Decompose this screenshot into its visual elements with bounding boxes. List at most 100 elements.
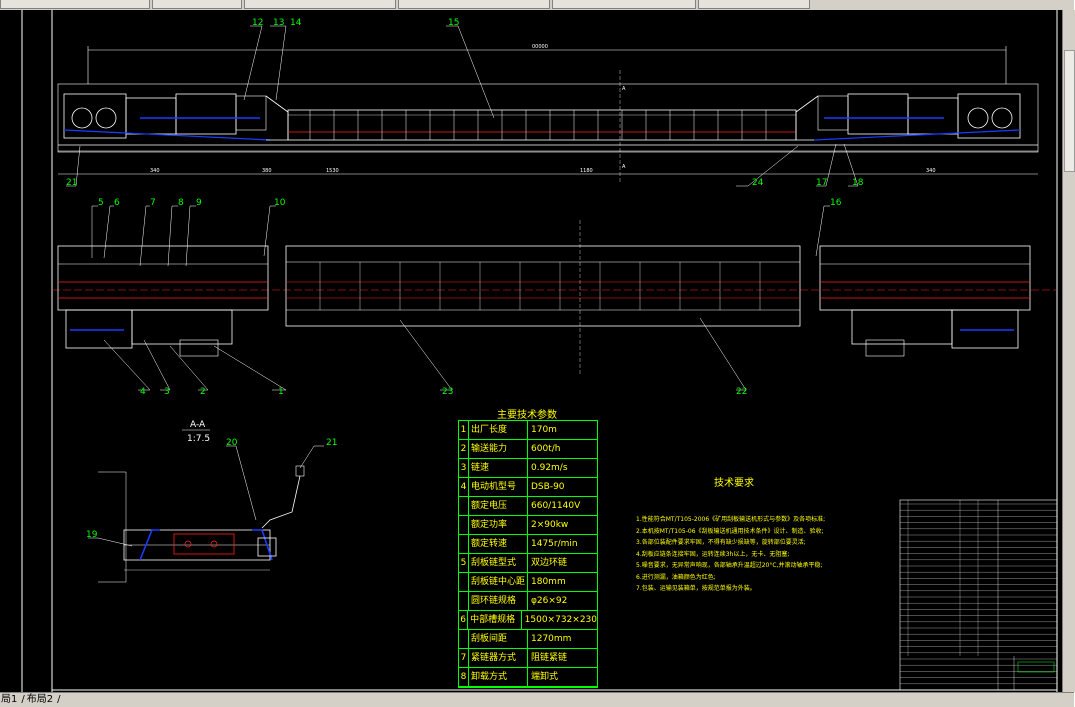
scroll-thumb[interactable]: [1064, 50, 1075, 172]
requirements-title: 技术要求: [714, 478, 754, 489]
param-value: 1270mm: [531, 634, 572, 644]
param-value: 180mm: [531, 577, 566, 587]
dim-label: 1530: [326, 168, 339, 174]
parts-list: [899, 499, 1058, 691]
cad-drawing: 00000: [21, 10, 1058, 692]
callout-number: 10: [274, 198, 286, 208]
callout-number: 16: [830, 198, 842, 208]
section-mark: A: [622, 164, 626, 170]
svg-text:00000: 00000: [532, 44, 548, 50]
toolbar-segment[interactable]: [244, 0, 396, 9]
requirement-item: 2.本机按MT/T105-06《刮板输送机通用技术条件》设计、制造、验收;: [636, 527, 824, 535]
plan-view: 5 6 7 8 9 10 16 4 3 2 1 23 22: [52, 198, 1057, 397]
callout-number: 17: [816, 178, 827, 188]
param-name: 额定电压: [469, 497, 528, 515]
param-value: 双边环链: [531, 558, 568, 568]
callout-number: 15: [448, 18, 459, 28]
callout-number: 20: [226, 438, 238, 448]
callout-number: 4: [140, 387, 146, 397]
param-value: 端卸式: [531, 672, 559, 682]
requirement-item: 7.包装、运输见装箱单，按规范单报为外装。: [636, 585, 756, 592]
row-number: [459, 630, 469, 648]
row-number: [459, 535, 469, 553]
toolbar-segment[interactable]: [0, 0, 150, 9]
param-name: 链速: [469, 459, 528, 477]
param-name: 出厂长度: [469, 421, 528, 439]
dim-label: 1180: [580, 168, 593, 174]
param-name: 电动机型号: [469, 478, 528, 496]
param-name: 圆环链规格: [469, 592, 528, 610]
requirement-item: 4.刮板应链条连接牢固，运转连续3h以上，无卡、无阻塞;: [636, 550, 790, 558]
requirement-item: 6.进行测漏，油箱颜色为红色;: [636, 573, 716, 581]
param-value: 2×90kw: [531, 520, 569, 530]
callout-number: 9: [196, 198, 202, 208]
callout-number: 14: [290, 18, 302, 28]
row-number: 1: [459, 421, 469, 439]
param-name: 紧链器方式: [469, 649, 528, 667]
callout-number: 18: [852, 178, 864, 188]
requirement-item: 3.各部位装配件要求牢固，不得有缺少损缺等，旋转部位要灵活;: [636, 539, 806, 546]
row-number: 8: [459, 668, 469, 686]
section-view: A-A 1:7.5 20 21 19: [86, 420, 337, 583]
callout-number: 5: [98, 198, 104, 208]
requirement-item: 5.噪音要求，无异常声响现，各部轴承升温超过20°C,并滚动轴承平稳;: [636, 562, 823, 569]
requirement-item: 1.性能符合MT/T105-2006《矿用刮板输送机形式与参数》及各项标准;: [636, 516, 826, 523]
param-value: 1475r/min: [531, 539, 578, 549]
technical-requirements: 技术要求 1.性能符合MT/T105-2006《矿用刮板输送机形式与参数》及各项…: [636, 474, 884, 614]
tab-layout2[interactable]: 布局2: [26, 694, 54, 705]
dim-label: 340: [926, 168, 936, 174]
callout-number: 1: [278, 387, 284, 397]
table-title: 主要技术参数: [497, 410, 557, 421]
dim-label: 380: [262, 168, 272, 174]
row-number: 4: [459, 478, 469, 496]
row-number: [459, 497, 469, 515]
param-value: DSB-90: [531, 482, 565, 492]
callout-number: 7: [150, 198, 156, 208]
row-number: 7: [459, 649, 469, 667]
callout-number: 3: [164, 387, 170, 397]
row-number: 6: [459, 611, 469, 629]
callout-number: 24: [752, 178, 764, 188]
param-name: 刮板间距: [469, 630, 528, 648]
toolbar-segment[interactable]: [552, 0, 696, 9]
param-name: 卸载方式: [469, 668, 528, 686]
param-name: 额定转速: [469, 535, 528, 553]
toolbar-segment[interactable]: [698, 0, 810, 9]
param-name: 刮板链中心距: [469, 573, 528, 591]
callout-number: 12: [252, 18, 263, 28]
section-title: A-A: [190, 420, 206, 430]
vertical-scrollbar[interactable]: [1062, 10, 1075, 692]
drawing-canvas[interactable]: 00000: [0, 10, 1062, 692]
dim-label: 340: [150, 168, 160, 174]
toolbar-segment[interactable]: [398, 0, 550, 9]
row-number: [459, 516, 469, 534]
param-name: 额定功率: [469, 516, 528, 534]
param-value: 600t/h: [531, 444, 561, 454]
param-value: 660/1140V: [531, 501, 581, 511]
param-value: 阻链紧链: [531, 653, 568, 663]
param-value: 1500×732×230: [524, 615, 597, 625]
row-number: [459, 573, 469, 591]
toolbar-segment[interactable]: [152, 0, 242, 9]
param-name: 中部槽规格: [468, 611, 522, 629]
tab-layout1[interactable]: 局1: [1, 694, 18, 705]
row-number: 3: [459, 459, 469, 477]
param-name: 刮板链型式: [469, 554, 528, 572]
param-value: φ26×92: [531, 596, 568, 606]
param-value: 0.92m/s: [531, 463, 568, 473]
callout-number: 22: [736, 387, 747, 397]
callout-number: 19: [86, 530, 98, 540]
row-number: 2: [459, 440, 469, 458]
